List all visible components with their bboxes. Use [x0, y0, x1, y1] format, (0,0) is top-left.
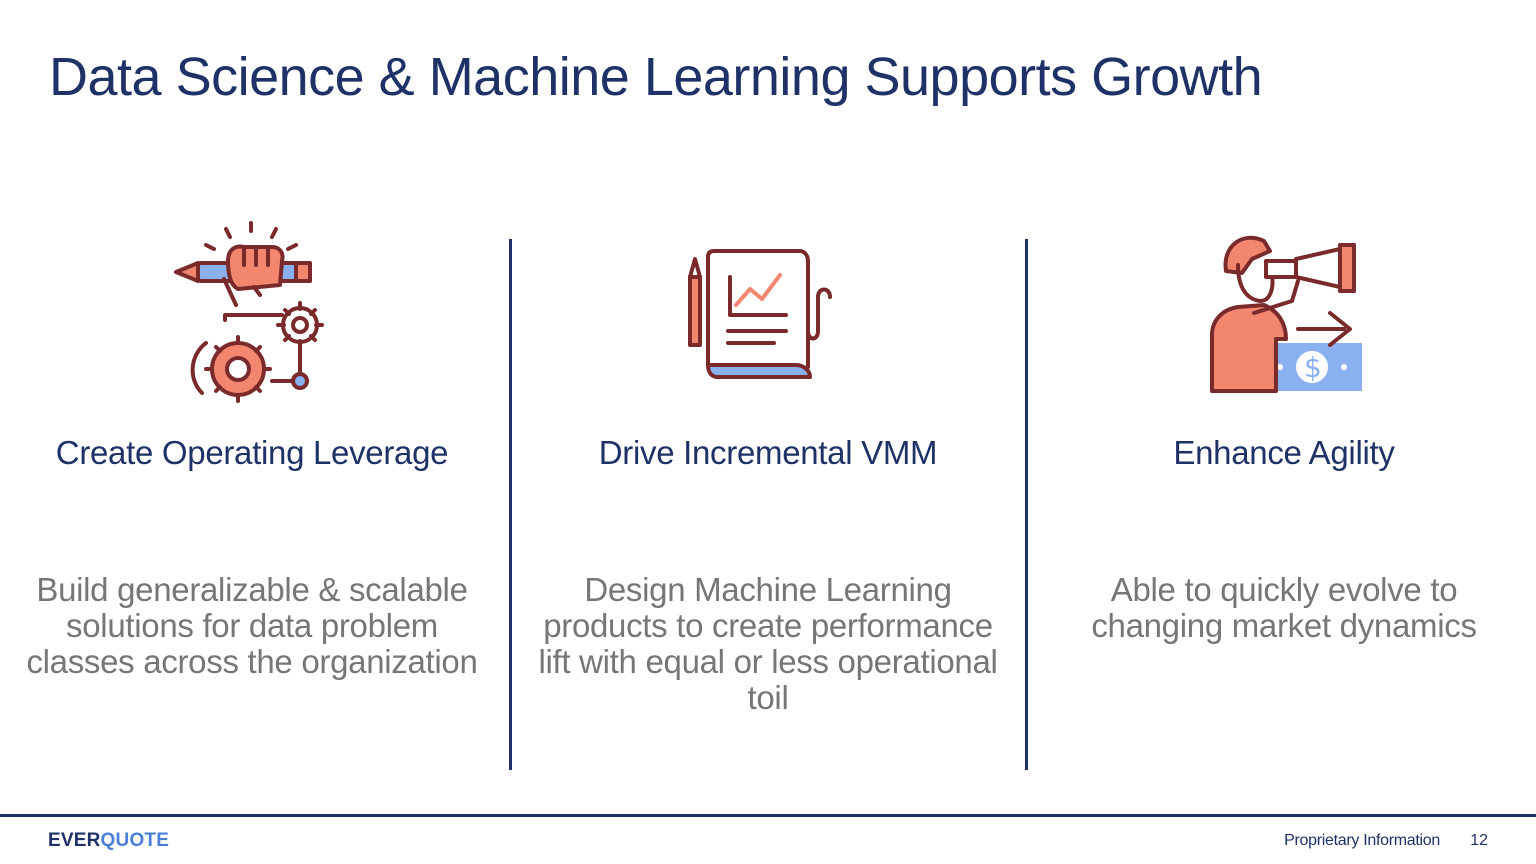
svg-text:$: $ [1304, 351, 1322, 384]
column-divider [1025, 239, 1028, 770]
column-operating-leverage: Create Operating Leverage Build generali… [2, 215, 502, 755]
hand-pencil-gears-icon [162, 215, 342, 410]
slide-title: Data Science & Machine Learning Supports… [49, 47, 1263, 107]
page-number: 12 [1470, 832, 1488, 849]
everquote-logo: EVERQUOTE [48, 830, 169, 852]
column-incremental-vmm: Drive Incremental VMM Design Machine Lea… [518, 215, 1018, 755]
telescope-person-icon: $ [1194, 215, 1374, 410]
proprietary-note: Proprietary Information [1284, 832, 1440, 849]
body-incremental-vmm: Design Machine Learning products to crea… [538, 571, 998, 716]
body-enhance-agility: Able to quickly evolve to changing marke… [1091, 571, 1477, 644]
body-operating-leverage: Build generalizable & scalable solutions… [26, 571, 478, 680]
logo-text-quote: QUOTE [100, 830, 170, 851]
logo-text-ever: EVER [48, 830, 101, 851]
column-divider [509, 239, 512, 770]
heading-enhance-agility: Enhance Agility [1173, 434, 1395, 471]
report-chart-icon [678, 215, 858, 410]
heading-operating-leverage: Create Operating Leverage [55, 434, 449, 471]
column-enhance-agility: $ Enhance Agility Able to quickly evolve… [1034, 215, 1534, 755]
footer-rule [0, 814, 1536, 817]
heading-incremental-vmm: Drive Incremental VMM [598, 434, 938, 471]
